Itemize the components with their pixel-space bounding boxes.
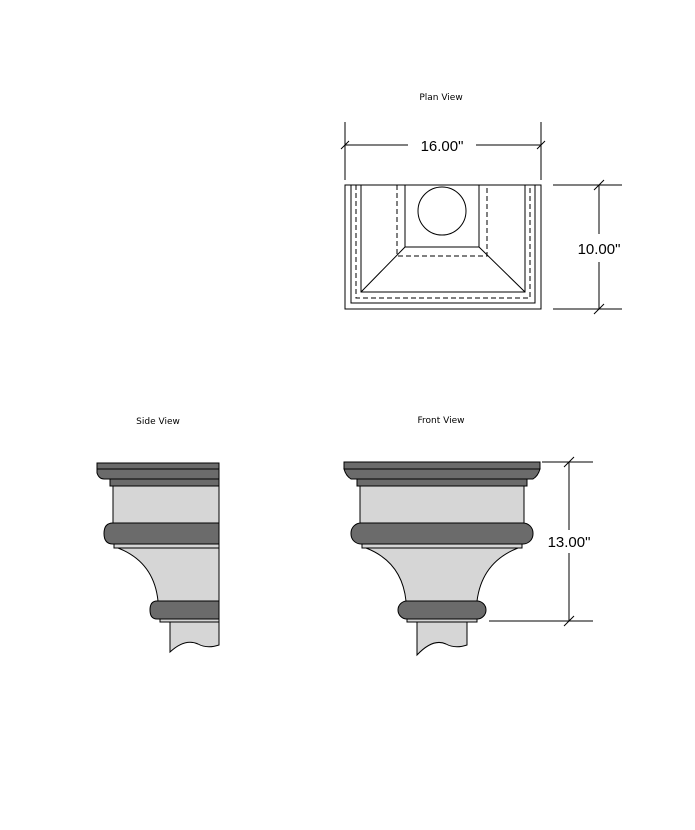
side-cap-ogee (96, 468, 220, 480)
front-middle-band (350, 522, 534, 545)
side-middle-fillet (113, 543, 220, 549)
plan-depth-dimension: 10.00" (553, 179, 622, 315)
side-view: Side View (96, 417, 220, 654)
side-shaft-break (169, 621, 220, 654)
side-middle-band (103, 522, 220, 545)
front-cove (365, 547, 519, 602)
plan-shaft-circle (417, 186, 467, 236)
side-lower-band (149, 600, 220, 620)
plan-hidden-block (396, 185, 488, 257)
plan-outer-rect (344, 184, 542, 310)
tick-mark (593, 303, 605, 315)
side-view-title: Side View (136, 417, 180, 427)
front-lower-band (397, 600, 487, 620)
plan-view-title: Plan View (419, 93, 462, 103)
front-cap-fillet (356, 478, 528, 487)
tick-mark (563, 615, 575, 627)
plan-depth-label: 10.00" (578, 241, 621, 258)
plan-width-dimension: 16.00" (340, 122, 546, 180)
plan-top-block (404, 185, 480, 248)
tick-mark (536, 140, 546, 150)
front-cap-ogee (343, 468, 541, 480)
tick-mark (593, 179, 605, 191)
plan-view: Plan View 16.00" (340, 93, 622, 315)
front-view: Front View 13.00" (343, 416, 593, 657)
front-middle-fillet (361, 543, 523, 549)
plan-bevel-right (478, 246, 526, 293)
front-view-title: Front View (418, 416, 465, 426)
front-height-label: 13.00" (548, 534, 591, 551)
front-cap-top (343, 461, 541, 470)
front-upper-body (359, 485, 525, 524)
plan-inner-rim (350, 185, 536, 304)
tick-mark (340, 140, 350, 150)
plan-hidden-rim (355, 185, 531, 299)
side-cap-fillet (109, 478, 220, 487)
plan-inner-edge (360, 185, 526, 293)
plan-bevel-left (360, 246, 406, 293)
side-cap-top (96, 462, 220, 470)
side-upper-body (112, 485, 220, 524)
side-cove (117, 547, 220, 602)
plan-outline (344, 184, 542, 310)
front-height-dimension: 13.00" (489, 456, 593, 627)
front-shaft-break (416, 621, 468, 657)
plan-width-label: 16.00" (421, 138, 464, 155)
tick-mark (563, 456, 575, 468)
